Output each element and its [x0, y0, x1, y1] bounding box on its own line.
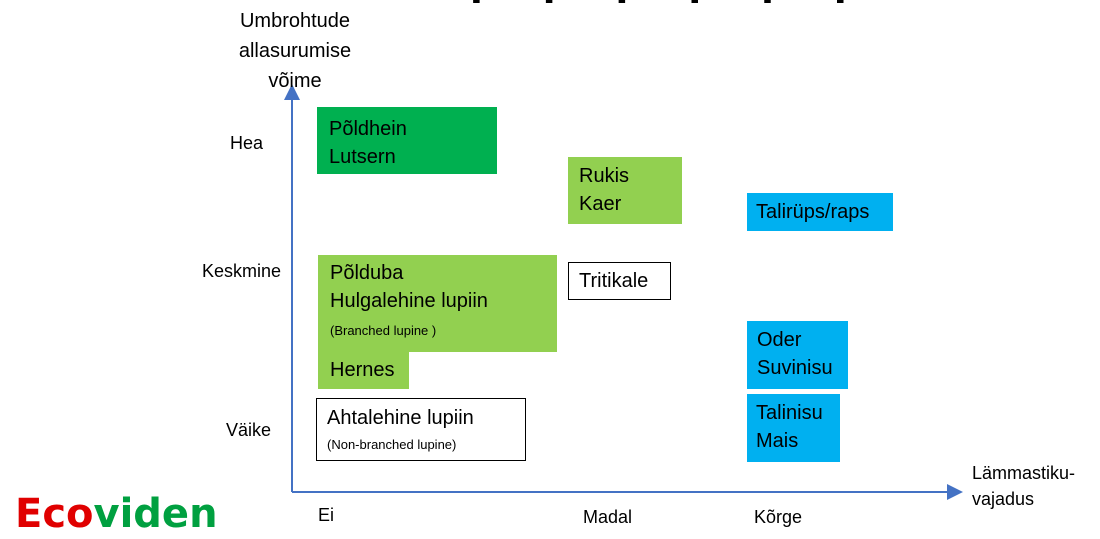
y-axis-label-line: allasurumise: [238, 40, 352, 62]
crop-box-poldhein-lutsern: Põldhein Lutsern: [317, 107, 497, 174]
x-tick-low: Madal: [583, 507, 633, 527]
y-axis-label: Umbrohtude allasurumise võime: [220, 6, 370, 96]
crop-box-polduba-lupiin: Põlduba Hulgalehine lupiin (Branched lup…: [318, 255, 557, 352]
crop-name: Lutsern: [329, 146, 396, 168]
crop-name: Talinisu: [756, 402, 823, 424]
logo-part-viden: viden: [93, 491, 218, 537]
crop-name: Hulgalehine lupiin: [330, 290, 488, 312]
crop-name: Põlduba: [330, 262, 404, 284]
crop-note: (Branched lupine ): [330, 323, 437, 338]
logo-part-eco: Eco: [15, 491, 94, 537]
crop-box-oder-suvinisu: Oder Suvinisu: [747, 321, 848, 389]
crop-name: Talirüps/raps: [756, 201, 870, 223]
crop-box-ahtalehine-lupiin: Ahtalehine lupiin (Non-branched lupine): [316, 398, 526, 461]
crop-name: Tritikale: [579, 270, 649, 292]
crop-note: (Non-branched lupine): [327, 437, 457, 452]
crop-box-talirups-raps: Talirüps/raps: [747, 193, 893, 231]
crop-name: Kaer: [579, 193, 622, 215]
crop-name: Oder: [757, 329, 802, 351]
crop-box-rukis-kaer: Rukis Kaer: [568, 157, 682, 224]
x-axis-label-line: vajadus: [972, 489, 1035, 509]
crop-box-tritikale: Tritikale: [568, 262, 671, 300]
crop-name: Mais: [756, 430, 799, 452]
crop-box-talinisu-mais: Talinisu Mais: [747, 394, 840, 462]
x-axis-label-line: Lämmastiku-: [972, 463, 1076, 483]
x-axis-label: Lämmastiku- vajadus: [972, 460, 1075, 512]
crop-name: Hernes: [330, 359, 395, 381]
y-tick-medium: Keskmine: [202, 261, 282, 281]
y-tick-low: Väike: [226, 420, 272, 440]
crop-name: Ahtalehine lupiin: [327, 407, 474, 429]
crop-name: Rukis: [579, 165, 630, 187]
y-axis-label-line: Umbrohtude: [239, 10, 351, 32]
slide-title-cropped: ......: [0, 0, 1100, 10]
crop-name: Põldhein: [329, 118, 407, 140]
ecoviden-logo: Ecoviden: [15, 494, 218, 534]
x-tick-none: Ei: [318, 505, 335, 525]
y-axis-label-line: võime: [268, 70, 322, 92]
y-tick-high: Hea: [230, 133, 264, 153]
x-tick-high: Kõrge: [754, 507, 803, 527]
crop-name: Suvinisu: [757, 357, 833, 379]
crop-box-hernes: Hernes: [318, 352, 409, 389]
